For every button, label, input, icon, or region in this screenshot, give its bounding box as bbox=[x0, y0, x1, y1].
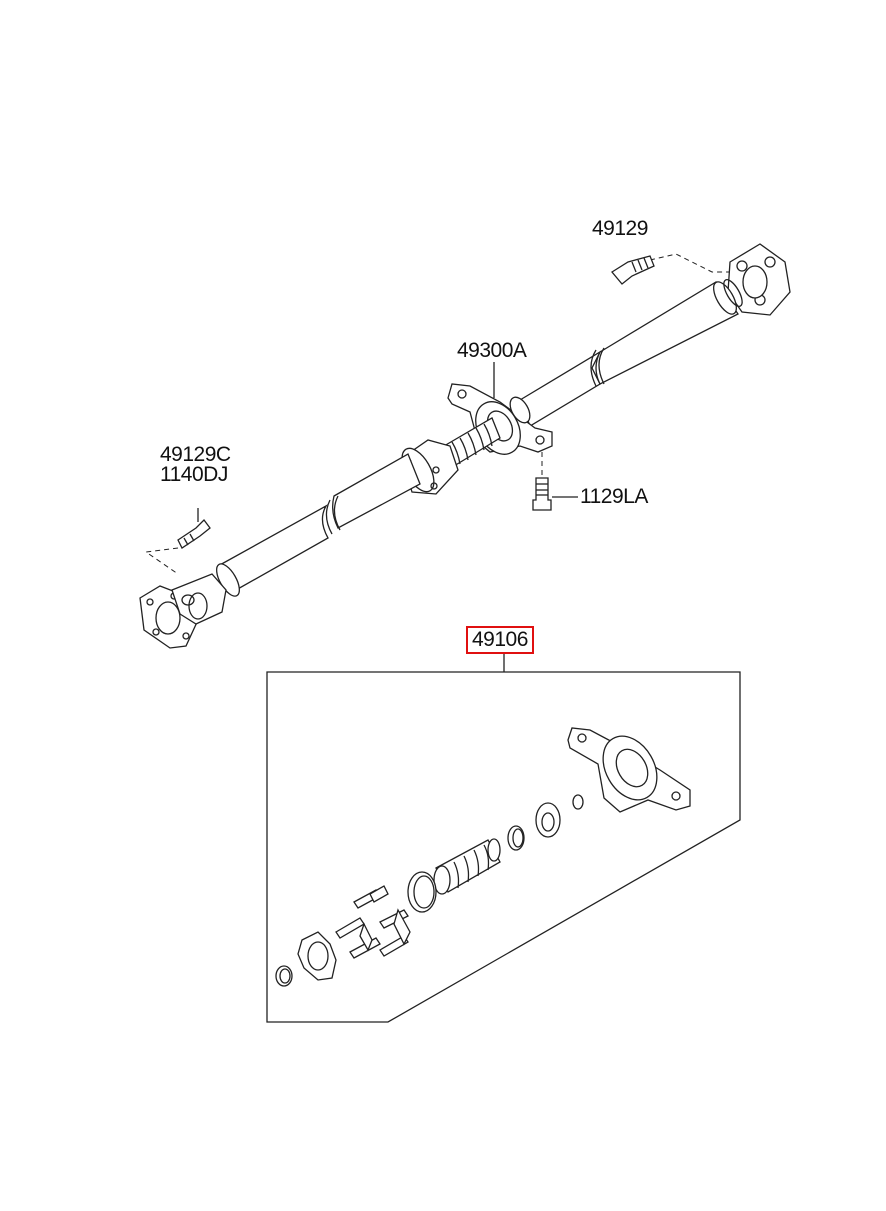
center-bearing-bracket bbox=[447, 383, 553, 455]
rear-bolt-dash-line bbox=[649, 253, 730, 273]
label-bearing-bolt: 1129LA bbox=[580, 485, 648, 508]
kit-bolts bbox=[335, 885, 411, 959]
kit-retaining-ring bbox=[275, 965, 293, 987]
rear-shaft-tube bbox=[519, 279, 743, 427]
kit-frame bbox=[266, 671, 741, 1023]
front-shaft-tube bbox=[215, 453, 421, 597]
kit-dust-boot bbox=[433, 838, 501, 895]
label-front-bolt-b: 1140DJ bbox=[160, 463, 228, 486]
kit-washer bbox=[535, 802, 561, 838]
front-bolt-dash-line bbox=[144, 547, 179, 575]
rear-bolt bbox=[611, 255, 655, 285]
rear-flex-coupling bbox=[727, 243, 791, 316]
label-center-bearing: 49300A bbox=[457, 339, 527, 362]
kit-band-clamp bbox=[407, 871, 437, 913]
label-rear-bolt: 49129 bbox=[592, 217, 648, 240]
kit-bearing-bracket bbox=[567, 727, 691, 813]
front-bolt bbox=[177, 519, 211, 549]
bearing-bolt bbox=[532, 477, 552, 511]
front-flange-yoke bbox=[139, 573, 227, 649]
kit-snap-ring bbox=[572, 794, 584, 810]
label-kit-highlighted[interactable]: 49106 bbox=[466, 626, 534, 654]
kit-bushing bbox=[507, 825, 525, 851]
label-front-bolt-a: 49129C bbox=[160, 443, 231, 466]
kit-flange-gasket bbox=[297, 931, 337, 981]
